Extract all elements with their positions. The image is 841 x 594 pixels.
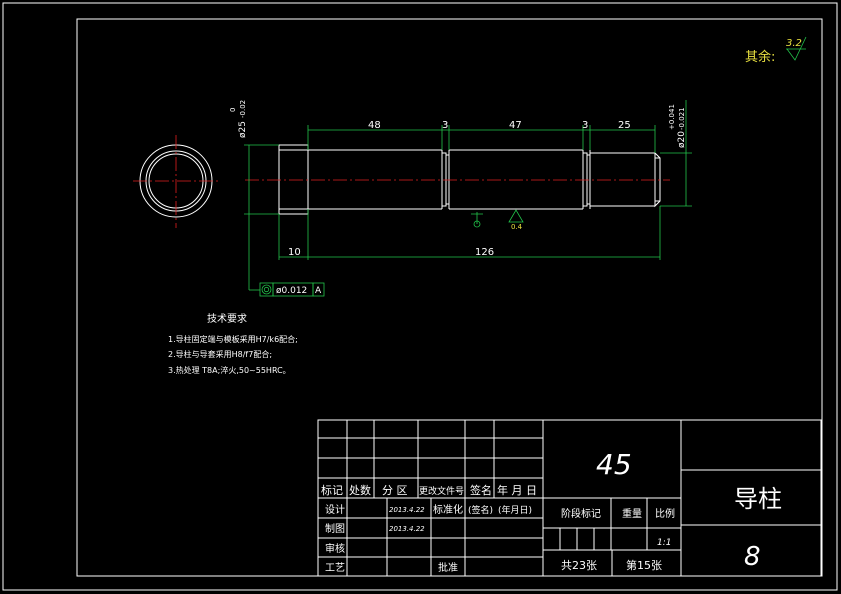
dimension-lines (244, 100, 692, 291)
stage-label: 阶段标记 (561, 507, 601, 520)
tolerance-value: ø0.012 (276, 286, 307, 296)
dim-47: 47 (509, 120, 522, 131)
drawing-label: 制图 (325, 522, 345, 535)
roughness-label: 其余: (745, 49, 775, 65)
dia-left-group: ø25 0 -0.02 (229, 100, 248, 138)
scale-label: 比例 (655, 507, 675, 520)
dia-right-upper: +0.041 (668, 104, 676, 130)
roughness-value: 3.2 (786, 38, 802, 49)
scale-value: 1:1 (657, 538, 671, 548)
dia-left: ø25 (238, 121, 248, 138)
tech-requirements: 技术要求 1.导柱固定端与模板采用H7/k6配合; 2.导柱与导套采用H8/f7… (168, 312, 298, 375)
tech-item-1: 1.导柱固定端与模板采用H7/k6配合; (168, 334, 298, 344)
title-block: 标记 处数 分 区 更改文件号 签名 年 月 日 设计 2013.4.22 标准… (317, 419, 822, 577)
weight-label: 重量 (622, 507, 642, 520)
dia-right-group: ø20 +0.041 -0.021 (668, 104, 687, 148)
tolerance-datum: A (315, 286, 322, 296)
drawing-date: 2013.4.22 (389, 525, 425, 533)
process-label: 工艺 (325, 562, 345, 574)
surface-roughness-mark: 0.4 (471, 209, 524, 231)
hdr-count: 处数 (349, 484, 371, 497)
dim-10: 10 (288, 247, 301, 258)
datum-triangle-icon (508, 209, 524, 223)
review-label: 审核 (325, 542, 345, 555)
dim-3-a: 3 (442, 120, 448, 131)
dia-left-upper: 0 (229, 108, 237, 112)
dim-25: 25 (618, 120, 631, 131)
part-name: 导柱 (734, 485, 782, 513)
material: 45 (596, 448, 632, 481)
small-roughness-value: 0.4 (511, 223, 523, 231)
shaft-outline (245, 144, 670, 215)
dim-48: 48 (368, 120, 381, 131)
dim-126: 126 (475, 247, 494, 258)
sign-label: (签名) (468, 504, 493, 516)
dia-left-lower: -0.02 (239, 100, 247, 118)
hdr-zone: 分 区 (382, 484, 408, 497)
design-label: 设计 (325, 503, 345, 516)
end-view (133, 135, 220, 228)
hdr-date: 年 月 日 (497, 483, 537, 497)
concentricity-icon (261, 284, 272, 295)
hdr-sign: 签名 (470, 483, 492, 497)
standard-label: 标准化 (433, 503, 463, 516)
sheet-no: 第15张 (626, 558, 662, 572)
dia-right-lower: -0.021 (678, 107, 686, 130)
tolerance-frame: ø0.012 A (259, 282, 325, 297)
design-date: 2013.4.22 (389, 506, 425, 514)
roughness-symbol-icon (786, 36, 807, 61)
tech-title: 技术要求 (207, 312, 247, 325)
drawing-no: 8 (744, 542, 761, 572)
tech-item-2: 2.导柱与导套采用H8/f7配合; (168, 349, 272, 359)
hdr-change: 更改文件号 (419, 485, 464, 497)
dim-3-b: 3 (582, 120, 588, 131)
approve-label: 批准 (438, 561, 458, 574)
date-label: (年月日) (498, 504, 532, 516)
hdr-mark: 标记 (321, 483, 343, 497)
dia-right: ø20 (677, 131, 687, 148)
roughness-note: 其余: 3.2 (745, 36, 807, 65)
total-sheets: 共23张 (561, 559, 597, 572)
tech-item-3: 3.热处理 T8A;淬火,50~55HRC。 (168, 365, 291, 375)
